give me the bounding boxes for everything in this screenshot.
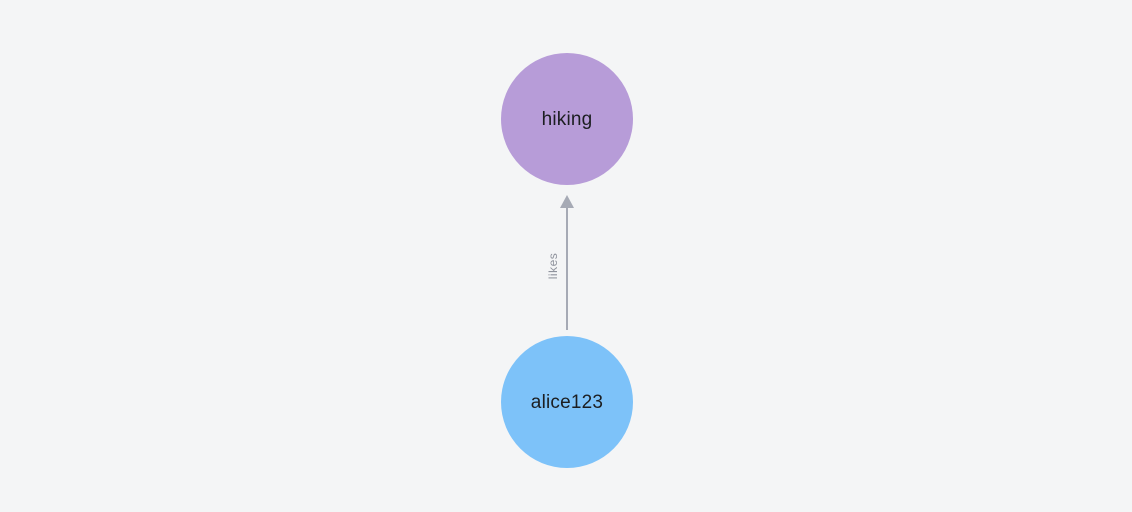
node-label: hiking — [541, 108, 593, 130]
node-label: alice123 — [530, 391, 604, 413]
node-hiking[interactable]: hiking — [501, 53, 633, 185]
arrow-up-icon — [560, 195, 574, 208]
edge-line[interactable] — [566, 206, 568, 330]
node-alice123[interactable]: alice123 — [501, 336, 633, 468]
edge-label-likes: likes — [546, 252, 560, 280]
